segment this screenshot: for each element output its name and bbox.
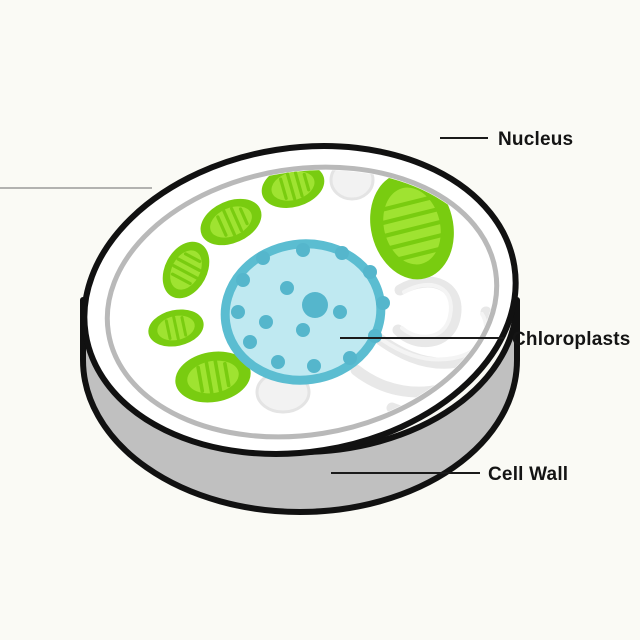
label-cell-wall: Cell Wall — [488, 464, 568, 485]
thylakoid-stripes — [170, 252, 202, 286]
chloroplast — [370, 172, 454, 280]
leader-lines — [331, 137, 504, 474]
thylakoid-stripes — [279, 171, 311, 201]
label-chloroplasts: Chloroplasts — [512, 329, 631, 350]
chloroplast — [261, 163, 325, 209]
nucleus — [220, 239, 390, 385]
chloroplast — [200, 198, 262, 246]
chloroplast — [162, 241, 210, 299]
chloroplast-group — [148, 163, 454, 403]
thylakoid-stripes — [196, 359, 231, 395]
thylakoid-stripes — [216, 206, 249, 237]
chromatin-dots — [231, 243, 390, 373]
thylakoid-stripes — [380, 195, 445, 262]
label-nucleus: Nucleus — [498, 129, 573, 150]
thylakoid-stripes — [164, 315, 188, 341]
chloroplast — [175, 351, 251, 403]
nucleolus — [302, 292, 328, 318]
chloroplast — [148, 309, 204, 347]
